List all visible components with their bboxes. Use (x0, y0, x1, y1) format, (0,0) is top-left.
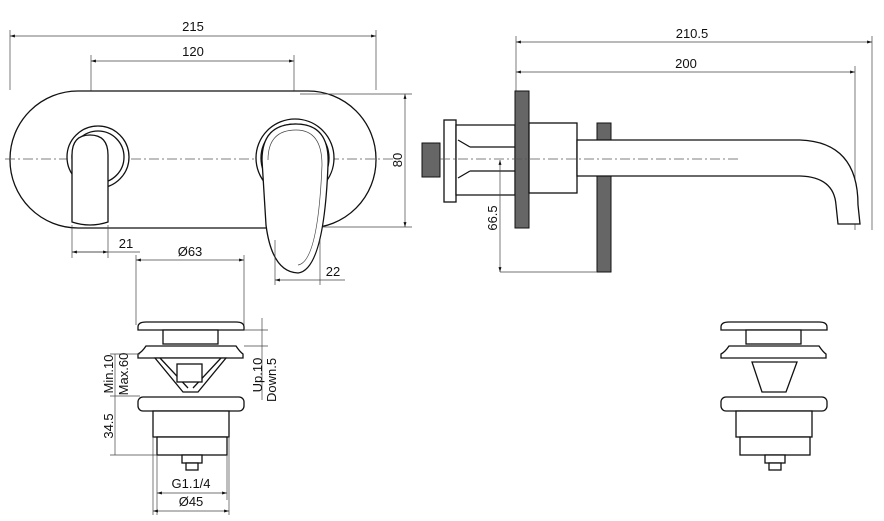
inlet-thread (421, 142, 441, 178)
dim-max: Max.60 (116, 353, 131, 396)
dim-cap-diameter: Ø63 (178, 244, 203, 259)
dim-handle-spacing: 120 (182, 44, 204, 59)
drain-detail-open (720, 321, 828, 471)
drain-detail-dimensioned: Ø63 Min.10 Max.60 34.5 Up.10 Down.5 G1.1… (101, 244, 279, 515)
right-lever (261, 123, 329, 274)
dim-down: Down.5 (264, 358, 279, 402)
dim-spout-height: 66.5 (485, 205, 500, 230)
dim-drain-height: 34.5 (101, 413, 116, 438)
valve-body (528, 122, 578, 194)
drain-cap (137, 321, 245, 331)
dim-drain-thread: G1.1/4 (171, 476, 210, 491)
wall-plate-side (514, 90, 530, 229)
dim-lever-right: 22 (326, 264, 340, 279)
dim-spout-total: 210.5 (676, 26, 709, 41)
dim-min: Min.10 (101, 354, 116, 393)
side-view: 210.5 200 66.5 (421, 26, 873, 273)
dim-spout-reach: 200 (675, 56, 697, 71)
front-view: 215 120 80 21 22 (5, 19, 412, 285)
valve-flange (443, 119, 457, 203)
dim-lever-left: 21 (119, 236, 133, 251)
dim-plate-height: 80 (390, 153, 405, 167)
dim-drain-diameter: Ø45 (179, 494, 204, 509)
dim-up: Up.10 (250, 358, 265, 393)
drain-body-flange (137, 396, 245, 412)
dim-overall-width: 215 (182, 19, 204, 34)
spout (576, 139, 861, 225)
left-lever (71, 134, 109, 226)
